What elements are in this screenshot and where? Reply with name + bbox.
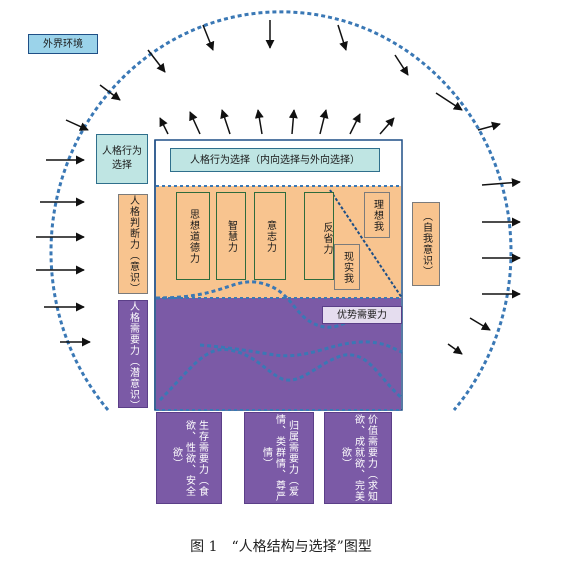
real-self-text: 现实我 (341, 250, 353, 284)
real-self-box: 现实我 (334, 244, 360, 290)
belonging-need-text: 归属需要力（爱情、类群情、尊严情） (260, 414, 298, 502)
ideal-self-text: 理想我 (371, 198, 383, 232)
ideological-moral-box: 思想道德力 (176, 192, 210, 280)
self-consciousness-text: （自我意识） (420, 211, 432, 277)
behavior-choice-top-bar: 人格行为选择（内向选择与外向选择） (170, 148, 380, 172)
need-power-text: 人格需要力（潜意识） (127, 301, 139, 411)
need-power-box: 人格需要力（潜意识） (118, 300, 148, 411)
judgment-power-box: 人格判断力（意识） (118, 194, 148, 294)
behavior-choice-left-text: 人格行为选择 (102, 146, 142, 171)
outward-arrows (36, 20, 521, 355)
dominant-need-box: 优势需要力 (322, 306, 402, 324)
ideal-self-box: 理想我 (364, 192, 390, 238)
self-divider (329, 189, 403, 299)
reflection-box: 反省力 (304, 192, 334, 280)
value-need-text: 价值需要力（求知欲、成就欲、完美欲） (339, 414, 377, 502)
ideological-moral-text: 思想道德力 (187, 208, 199, 264)
self-consciousness-box: （自我意识） (412, 202, 440, 286)
survival-need-text: 生存需要力（食欲、性欲、安全欲） (170, 419, 208, 497)
behavior-choice-left-box: 人格行为选择 (96, 134, 148, 184)
environment-boundary (49, 10, 513, 411)
belonging-need-box: 归属需要力（爱情、类群情、尊严情） (244, 412, 314, 504)
willpower-text: 意志力 (264, 219, 276, 253)
environment-label-text: 外界环境 (43, 38, 83, 50)
wisdom-box: 智慧力 (216, 192, 246, 280)
figure-caption: 图 1 “人格结构与选择”图型 (190, 539, 372, 555)
value-need-box: 价值需要力（求知欲、成就欲、完美欲） (324, 412, 392, 504)
need-waves (155, 280, 403, 402)
behavior-choice-top-text: 人格行为选择（内向选择与外向选择） (190, 154, 360, 166)
judgment-power-text: 人格判断力（意识） (127, 195, 139, 294)
environment-label: 外界环境 (28, 34, 98, 54)
reflection-text: 反省力 (321, 221, 332, 255)
willpower-box: 意志力 (254, 192, 286, 280)
wisdom-text: 智慧力 (225, 219, 237, 253)
survival-need-box: 生存需要力（食欲、性欲、安全欲） (156, 412, 222, 504)
dominant-need-text: 优势需要力 (337, 309, 387, 321)
